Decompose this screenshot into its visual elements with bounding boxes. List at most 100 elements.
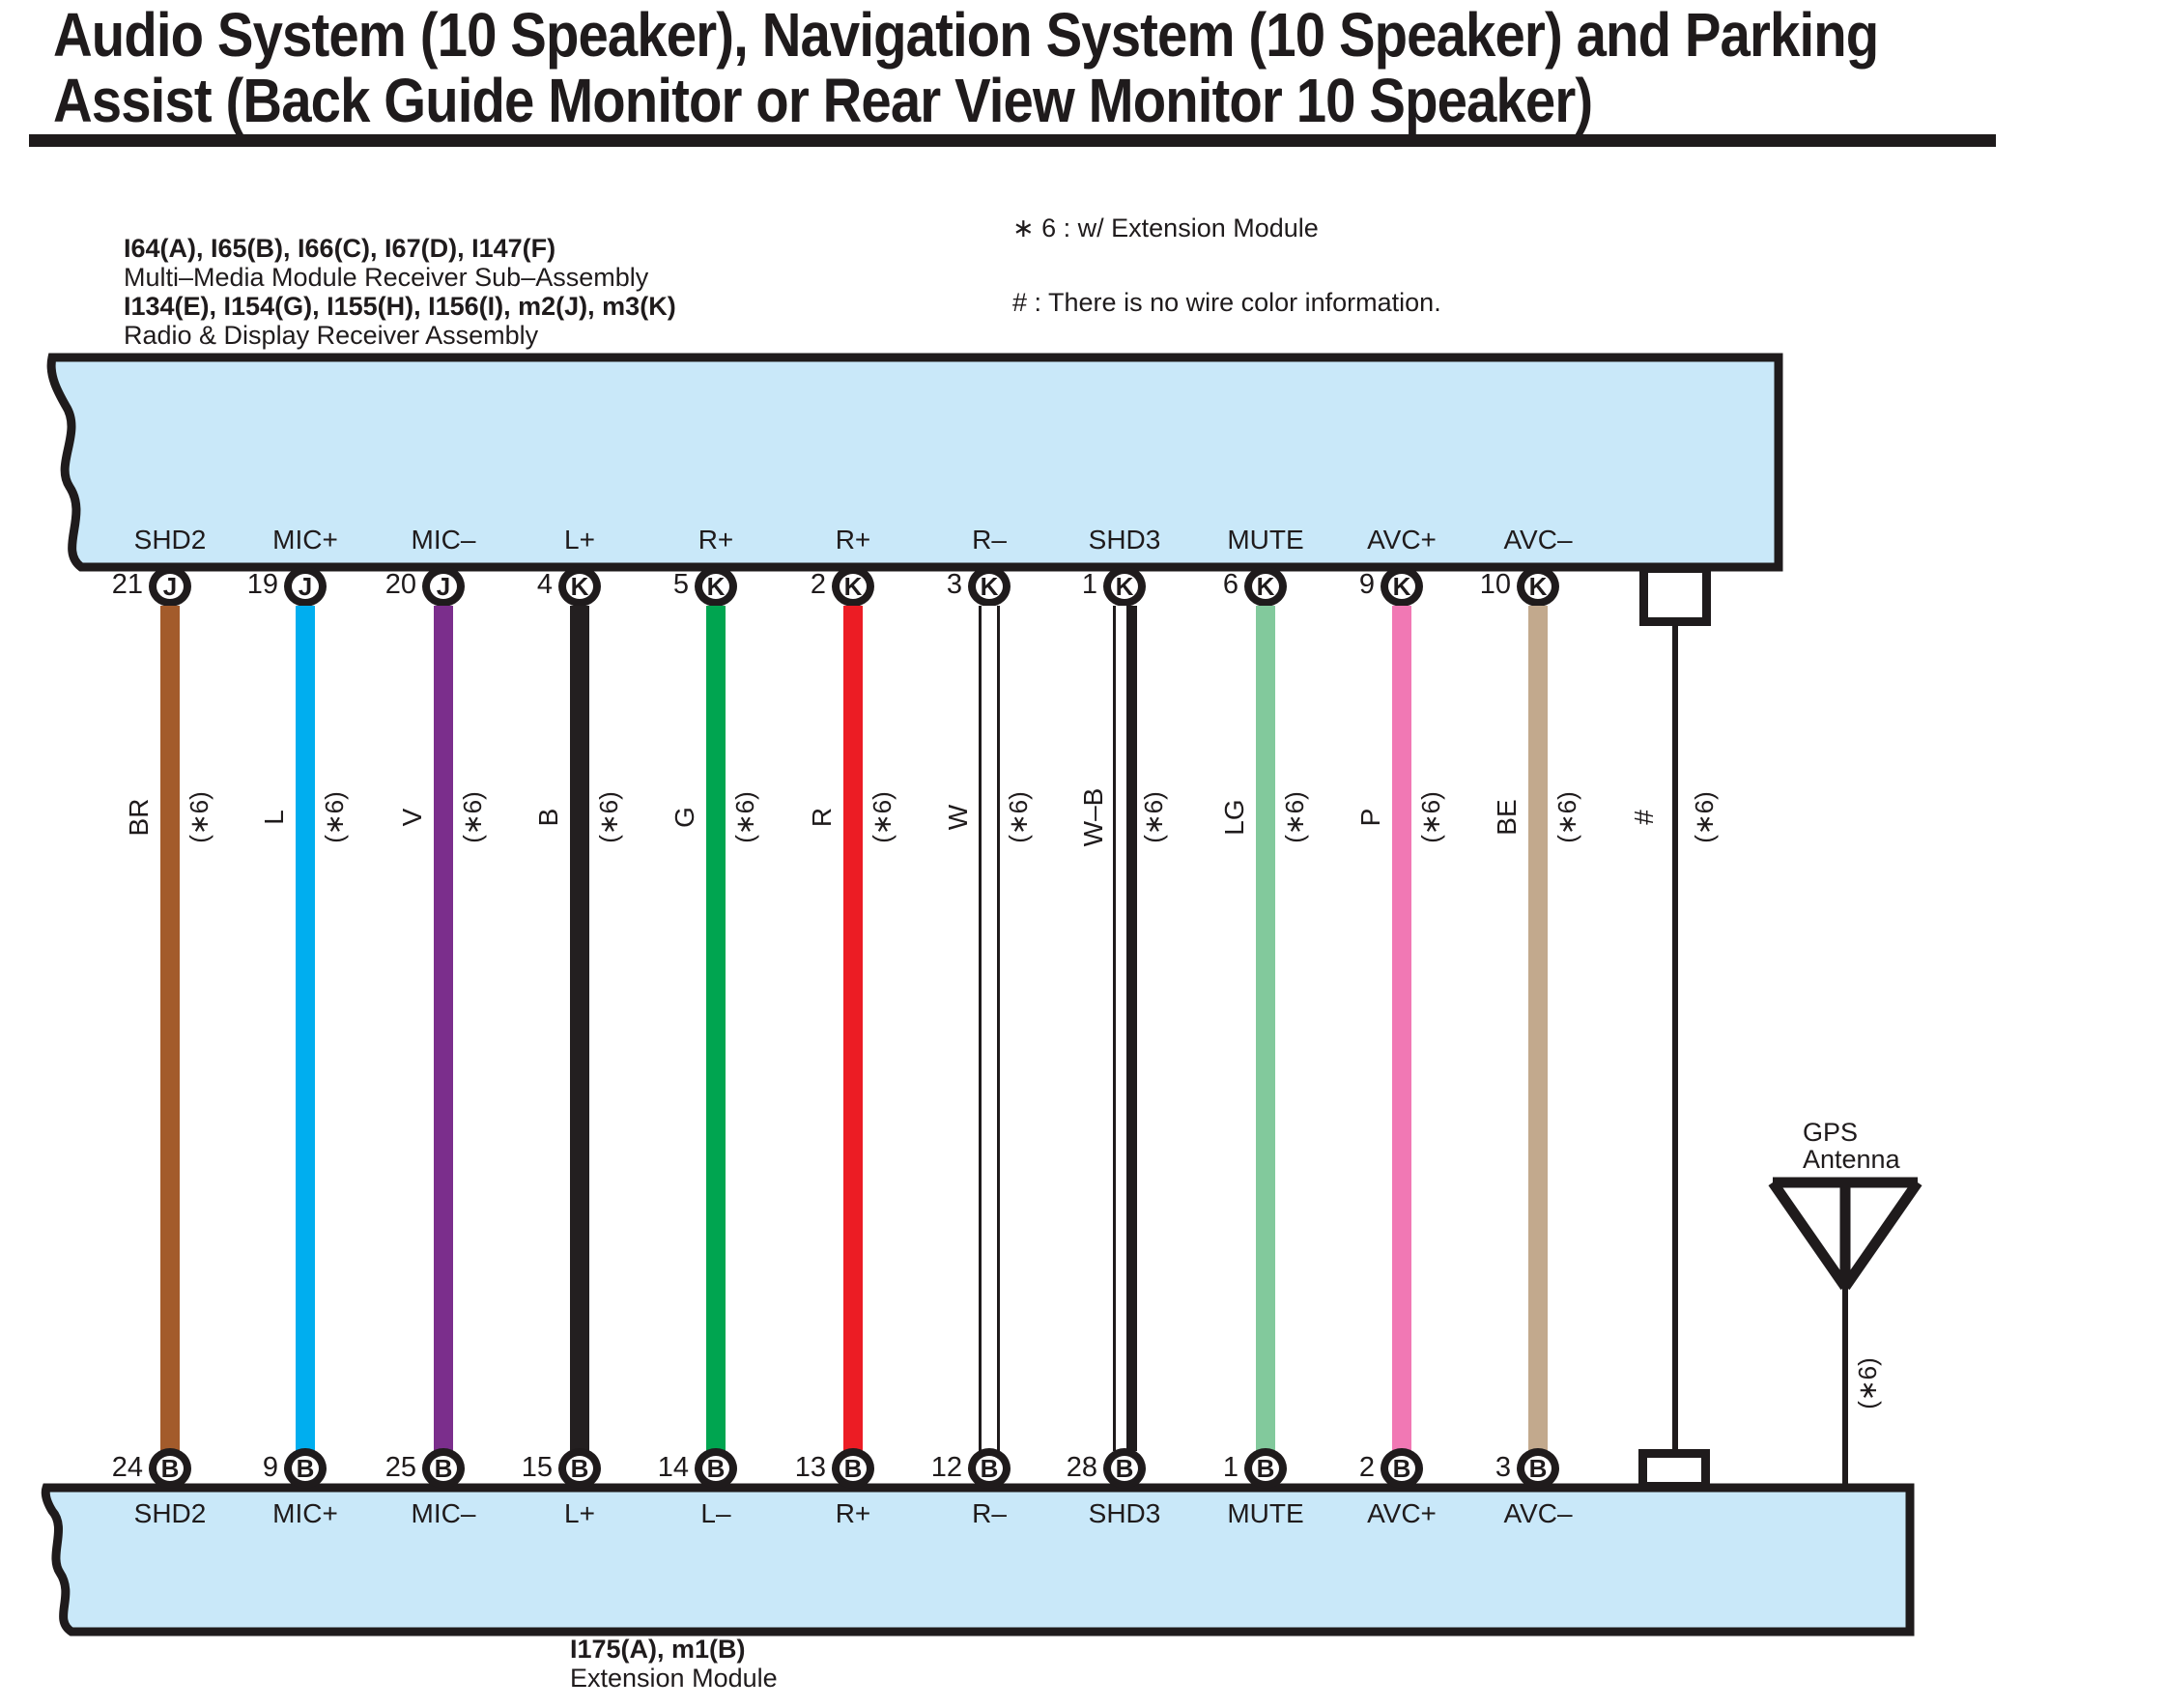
top-pin-label: MUTE [1227, 525, 1304, 555]
bottom-connector-name: Extension Module [570, 1664, 778, 1693]
wire-color-code: L [259, 810, 289, 825]
legend-note-wire-color: # : There is no wire color information. [1012, 288, 1441, 317]
wire-color-code: R [807, 807, 837, 828]
wire-note: (∗6) [868, 791, 897, 843]
shield-wire-note: (∗6) [1690, 791, 1719, 843]
page-title-line2: Assist (Back Guide Monitor or Rear View … [53, 66, 1593, 135]
bottom-connector-description: I175(A), m1(B) Extension Module [570, 1635, 778, 1693]
bottom-pin-label: R– [972, 1498, 1007, 1528]
top-connector-ids-2: I134(E), I154(G), I155(H), I156(I), m2(J… [124, 292, 676, 321]
top-pin-connector-code: J [149, 566, 191, 607]
top-pin-label: MIC+ [272, 525, 338, 555]
top-pin-label: R– [972, 525, 1007, 555]
top-pin-label: R+ [835, 525, 871, 555]
wire-note: (∗6) [594, 791, 623, 843]
top-connector-description: I64(A), I65(B), I66(C), I67(D), I147(F) … [124, 234, 676, 350]
bottom-pin-number: 15 [521, 1452, 553, 1483]
wire-line [296, 606, 315, 1451]
top-connector-name-2: Radio & Display Receiver Assembly [124, 321, 539, 350]
legend-note-extension-module: ∗ 6 : w/ Extension Module [1012, 214, 1319, 242]
top-pin-number: 2 [810, 569, 826, 600]
bottom-pin-number: 13 [794, 1452, 826, 1483]
top-pin-connector-code: K [968, 566, 1011, 607]
wire-note: (∗6) [1280, 791, 1309, 843]
wire-color-code: W–B [1078, 787, 1108, 847]
bottom-pin-connector-code: B [832, 1448, 874, 1489]
bottom-shield-box [1638, 1449, 1710, 1491]
top-shield-box [1639, 564, 1711, 626]
wire-note: (∗6) [320, 791, 349, 843]
top-pin-number: 9 [1358, 569, 1375, 600]
top-connector-ids-1: I64(A), I65(B), I66(C), I67(D), I147(F) [124, 234, 556, 263]
shield-wire-line [1672, 622, 1678, 1453]
wire-line [160, 606, 180, 1451]
top-pin-connector-code: K [1517, 566, 1559, 607]
wire-color-code: BR [124, 798, 154, 837]
bottom-pin-label: MIC+ [272, 1498, 338, 1528]
top-pin-label: SHD3 [1088, 525, 1161, 555]
title-divider [29, 134, 1996, 147]
top-pin-connector-code: K [1244, 566, 1287, 607]
wire-line [434, 606, 453, 1451]
bottom-pin-number: 2 [1358, 1452, 1375, 1483]
bottom-pin-label: MIC– [411, 1498, 476, 1528]
top-pin-connector-code: J [422, 566, 465, 607]
bottom-pin-label: MUTE [1227, 1498, 1304, 1528]
bottom-pin-number: 25 [384, 1452, 416, 1483]
wire-line [979, 606, 1000, 1451]
wire-note: (∗6) [185, 791, 214, 843]
wire-color-code: G [669, 807, 699, 828]
wire-color-code: P [1355, 808, 1385, 827]
wire-line [1528, 606, 1548, 1451]
gps-antenna-label-line2: Antenna [1803, 1145, 1900, 1174]
top-pin-connector-code: K [832, 566, 874, 607]
top-pin-connector-code: J [284, 566, 327, 607]
top-pin-number: 10 [1479, 569, 1511, 600]
bottom-pin-number: 1 [1222, 1452, 1239, 1483]
top-pin-label: AVC+ [1367, 525, 1437, 555]
top-pin-label: SHD2 [133, 525, 207, 555]
top-pin-connector-code: K [1103, 566, 1146, 607]
top-connector-name-1: Multi–Media Module Receiver Sub–Assembly [124, 263, 649, 292]
top-connector-band [46, 353, 1783, 572]
top-pin-number: 21 [111, 569, 143, 600]
bottom-pin-label: AVC– [1503, 1498, 1573, 1528]
top-pin-connector-code: K [695, 566, 737, 607]
bottom-pin-connector-code: B [558, 1448, 601, 1489]
top-pin-number: 4 [536, 569, 553, 600]
bottom-pin-number: 28 [1066, 1452, 1097, 1483]
top-pin-number: 19 [246, 569, 278, 600]
top-pin-number: 5 [672, 569, 689, 600]
wire-note: (∗6) [1416, 791, 1445, 843]
gps-antenna-icon [1768, 1177, 1922, 1490]
bottom-pin-connector-code: B [422, 1448, 465, 1489]
top-pin-label: AVC– [1503, 525, 1573, 555]
bottom-pin-connector-code: B [149, 1448, 191, 1489]
wire-line [570, 606, 589, 1451]
gps-wire-note: (∗6) [1853, 1357, 1882, 1409]
top-pin-label: R+ [698, 525, 734, 555]
bottom-pin-number: 12 [930, 1452, 962, 1483]
top-pin-number: 1 [1081, 569, 1097, 600]
wire-note: (∗6) [458, 791, 487, 843]
top-pin-label: L+ [564, 525, 595, 555]
bottom-pin-connector-code: B [284, 1448, 327, 1489]
wire-line [1392, 606, 1411, 1451]
bottom-pin-connector-code: B [695, 1448, 737, 1489]
wire-line [843, 606, 863, 1451]
gps-antenna-label-line1: GPS [1803, 1118, 1859, 1147]
wire-color-code: B [533, 808, 563, 827]
wire-line [1113, 606, 1137, 1451]
top-pin-label: MIC– [411, 525, 476, 555]
top-pin-number: 3 [946, 569, 962, 600]
top-pin-connector-code: K [558, 566, 601, 607]
wire-color-code: LG [1219, 799, 1249, 836]
top-connector-shape [46, 353, 1783, 572]
page-title: Audio System (10 Speaker), Navigation Sy… [53, 2, 1879, 135]
wire-note: (∗6) [1552, 791, 1581, 843]
bottom-connector-band [41, 1483, 1915, 1637]
bottom-pin-label: AVC+ [1367, 1498, 1437, 1528]
wire-note: (∗6) [730, 791, 759, 843]
bottom-pin-connector-code: B [1381, 1448, 1423, 1489]
bottom-pin-number: 3 [1495, 1452, 1511, 1483]
